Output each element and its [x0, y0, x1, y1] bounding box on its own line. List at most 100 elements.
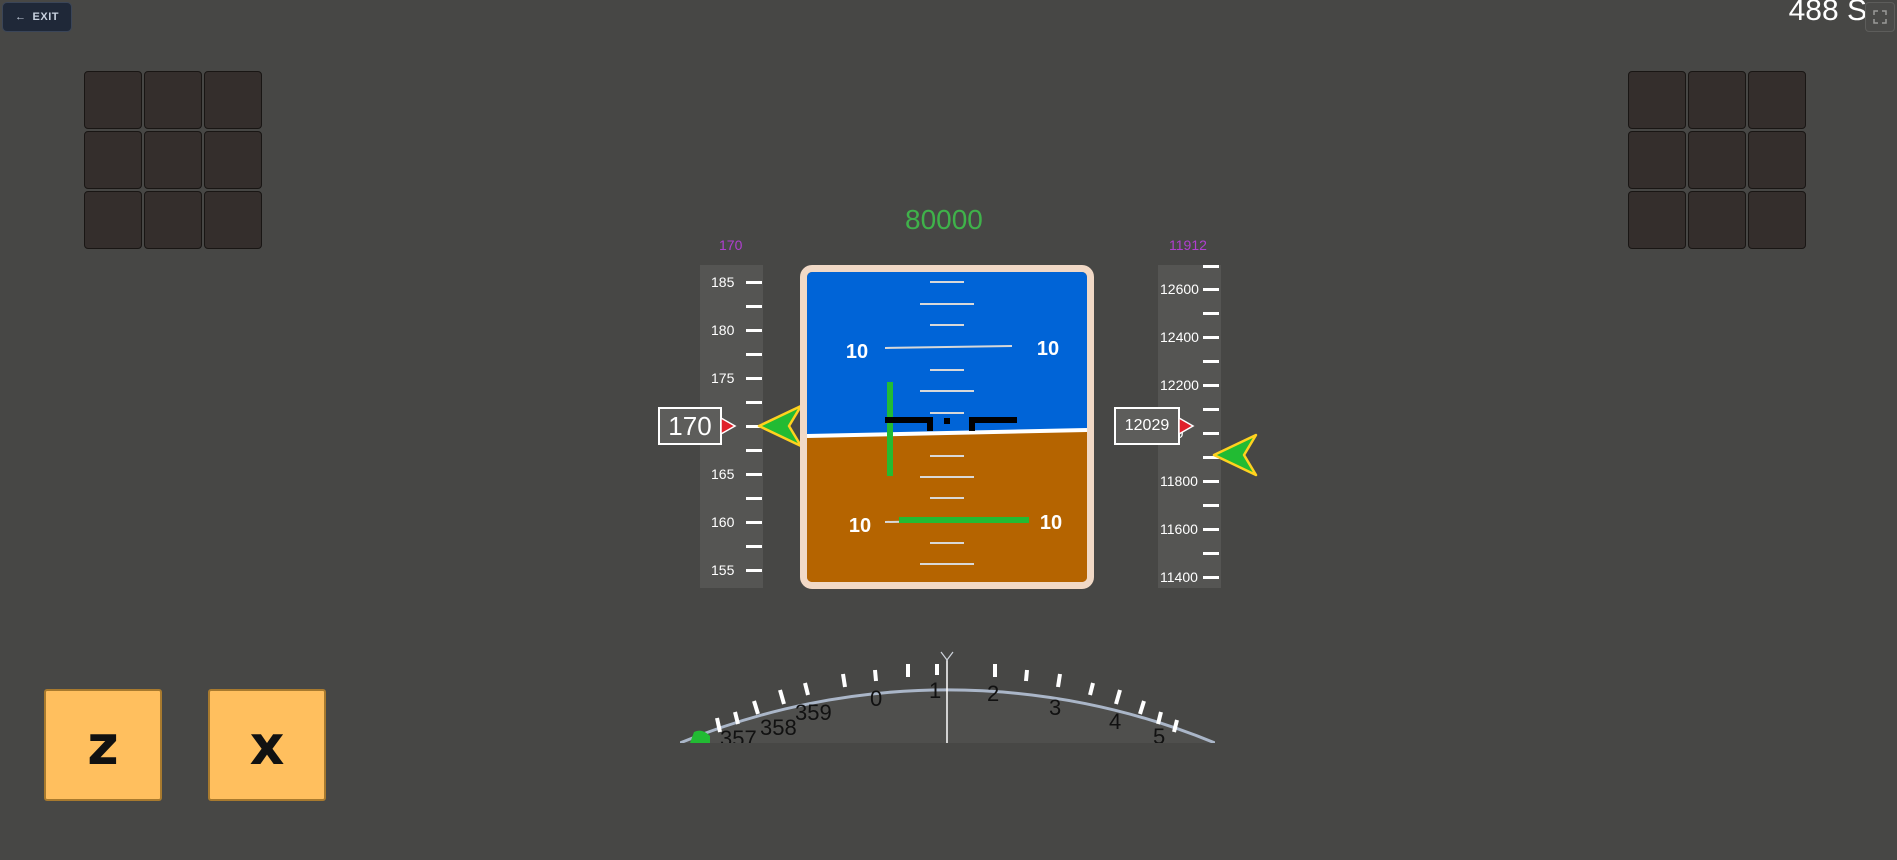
- altitude-tick: [1203, 552, 1219, 555]
- grid-cell[interactable]: [204, 191, 262, 249]
- speed-tick: [746, 425, 762, 428]
- grid-cell[interactable]: [1748, 71, 1806, 129]
- grid-cell[interactable]: [1628, 131, 1686, 189]
- sky: [807, 272, 1087, 436]
- grid-cell[interactable]: [204, 131, 262, 189]
- altitude-readout: 12029: [1114, 407, 1180, 445]
- z-key-button[interactable]: z: [44, 689, 162, 801]
- altitude-label: 12400: [1160, 329, 1199, 345]
- heading-label: 5: [1153, 724, 1165, 743]
- altitude-tick: [1203, 528, 1219, 531]
- exit-button[interactable]: ← EXIT: [2, 2, 72, 32]
- altitude-tick: [1203, 312, 1219, 315]
- pitch-label: 10: [849, 515, 871, 537]
- altitude-bug-label: 11912: [1169, 237, 1207, 253]
- altitude-tick: [1203, 265, 1219, 268]
- altitude-tick: [1203, 456, 1219, 459]
- speed-tick: [746, 497, 762, 500]
- altitude-pointer-icon: [1178, 416, 1195, 436]
- attitude-ball: 10 10 10 10: [807, 272, 1087, 582]
- altitude-tick: [1203, 336, 1219, 339]
- flight-director-horizontal-bar: [899, 517, 1029, 523]
- heading-label: 4: [1109, 709, 1121, 734]
- heading-label: 359: [795, 700, 832, 725]
- heading-indicator: 357 358 359 0 1 2 3 4 5: [680, 651, 1215, 743]
- altitude-tick: [1203, 480, 1219, 483]
- heading-label: 2: [987, 681, 999, 706]
- heading-index-icon: [940, 651, 954, 661]
- grid-cell[interactable]: [144, 191, 202, 249]
- heading-bug-icon: [690, 730, 710, 743]
- heading-label: 3: [1049, 695, 1061, 720]
- altitude-label: 12200: [1160, 377, 1199, 393]
- altitude-label: 11600: [1160, 521, 1198, 537]
- altitude-label: 12600: [1160, 281, 1199, 297]
- altitude-tick: [1203, 408, 1219, 411]
- speed-readout: 170: [658, 407, 722, 445]
- altitude-tick: [1203, 432, 1219, 435]
- grid-cell[interactable]: [1688, 191, 1746, 249]
- speed-tick: [746, 449, 762, 452]
- horizon-line: [807, 428, 1087, 438]
- altitude-tick: [1203, 288, 1219, 291]
- speed-tick: [746, 473, 762, 476]
- left-button-grid: [84, 71, 262, 249]
- selected-altitude: 80000: [905, 204, 983, 235]
- heading-label: 1: [929, 678, 941, 703]
- heading-ticks: [715, 664, 1179, 733]
- ground: [807, 430, 1087, 582]
- grid-cell[interactable]: [1748, 131, 1806, 189]
- heading-label: 0: [870, 686, 882, 711]
- altitude-tick: [1203, 360, 1219, 363]
- altitude-label: 11800: [1160, 473, 1198, 489]
- fullscreen-button[interactable]: [1865, 2, 1895, 32]
- speed-tick: [746, 545, 762, 548]
- speed-tick: [746, 401, 762, 404]
- speed-bug-label: 170: [719, 237, 743, 253]
- right-button-grid: [1628, 71, 1806, 249]
- arrow-left-icon: ←: [15, 11, 27, 23]
- speed-tick: [746, 281, 762, 284]
- grid-cell[interactable]: [84, 131, 142, 189]
- altitude-tick: [1203, 576, 1219, 579]
- grid-cell[interactable]: [1748, 191, 1806, 249]
- pitch-label: 10: [1040, 512, 1062, 534]
- speed-label: 180: [711, 322, 735, 338]
- speed-pointer-icon: [720, 416, 737, 436]
- grid-cell[interactable]: [144, 71, 202, 129]
- speed-label: 185: [711, 274, 735, 290]
- speed-tick: [746, 521, 762, 524]
- speed-label: 160: [711, 514, 735, 530]
- exit-label: EXIT: [32, 11, 59, 23]
- grid-cell[interactable]: [1688, 71, 1746, 129]
- x-key-button[interactable]: x: [208, 689, 326, 801]
- grid-cell[interactable]: [84, 191, 142, 249]
- grid-cell[interactable]: [1628, 191, 1686, 249]
- attitude-indicator: 10 10 10 10: [800, 265, 1094, 589]
- heading-label: 357: [720, 726, 757, 743]
- speed-tick: [746, 329, 762, 332]
- speed-tick: [746, 569, 762, 572]
- speed-label: 155: [711, 562, 735, 578]
- speed-tick: [746, 377, 762, 380]
- grid-cell[interactable]: [1688, 131, 1746, 189]
- altitude-tick: [1203, 504, 1219, 507]
- pitch-label: 10: [846, 341, 868, 363]
- altitude-target-bug-icon: [1212, 433, 1258, 477]
- grid-cell[interactable]: [144, 131, 202, 189]
- speed-label: 175: [711, 370, 735, 386]
- heading-label: 358: [760, 715, 797, 740]
- altitude-label: 11400: [1160, 569, 1198, 585]
- aircraft-symbol-icon: [885, 417, 1017, 431]
- grid-cell[interactable]: [1628, 71, 1686, 129]
- score-display: 488 S: [1788, 0, 1867, 27]
- altitude-tick: [1203, 384, 1219, 387]
- pitch-label: 10: [1037, 338, 1059, 360]
- flight-director-vertical-bar: [887, 382, 893, 476]
- speed-label: 165: [711, 466, 735, 482]
- fullscreen-icon: [1873, 10, 1887, 24]
- speed-tick: [746, 353, 762, 356]
- speed-tick: [746, 305, 762, 308]
- grid-cell[interactable]: [84, 71, 142, 129]
- grid-cell[interactable]: [204, 71, 262, 129]
